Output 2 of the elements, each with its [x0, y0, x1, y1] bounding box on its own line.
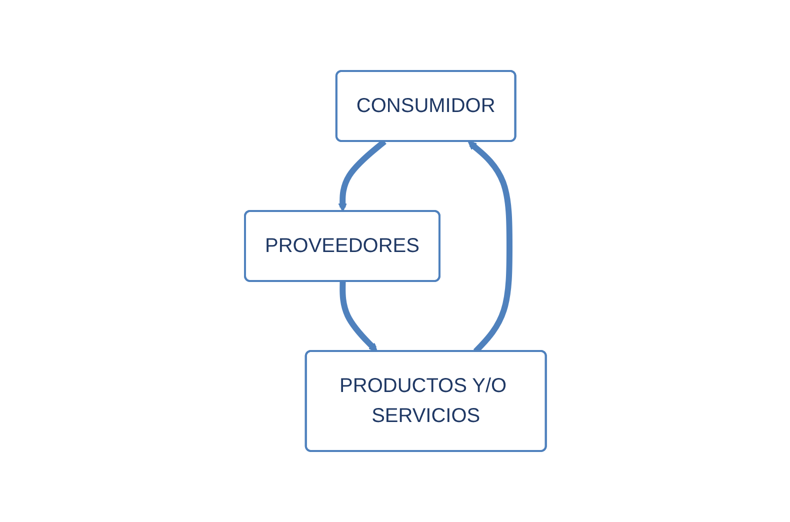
- arrow: [339, 281, 378, 352]
- arrow: [338, 139, 386, 212]
